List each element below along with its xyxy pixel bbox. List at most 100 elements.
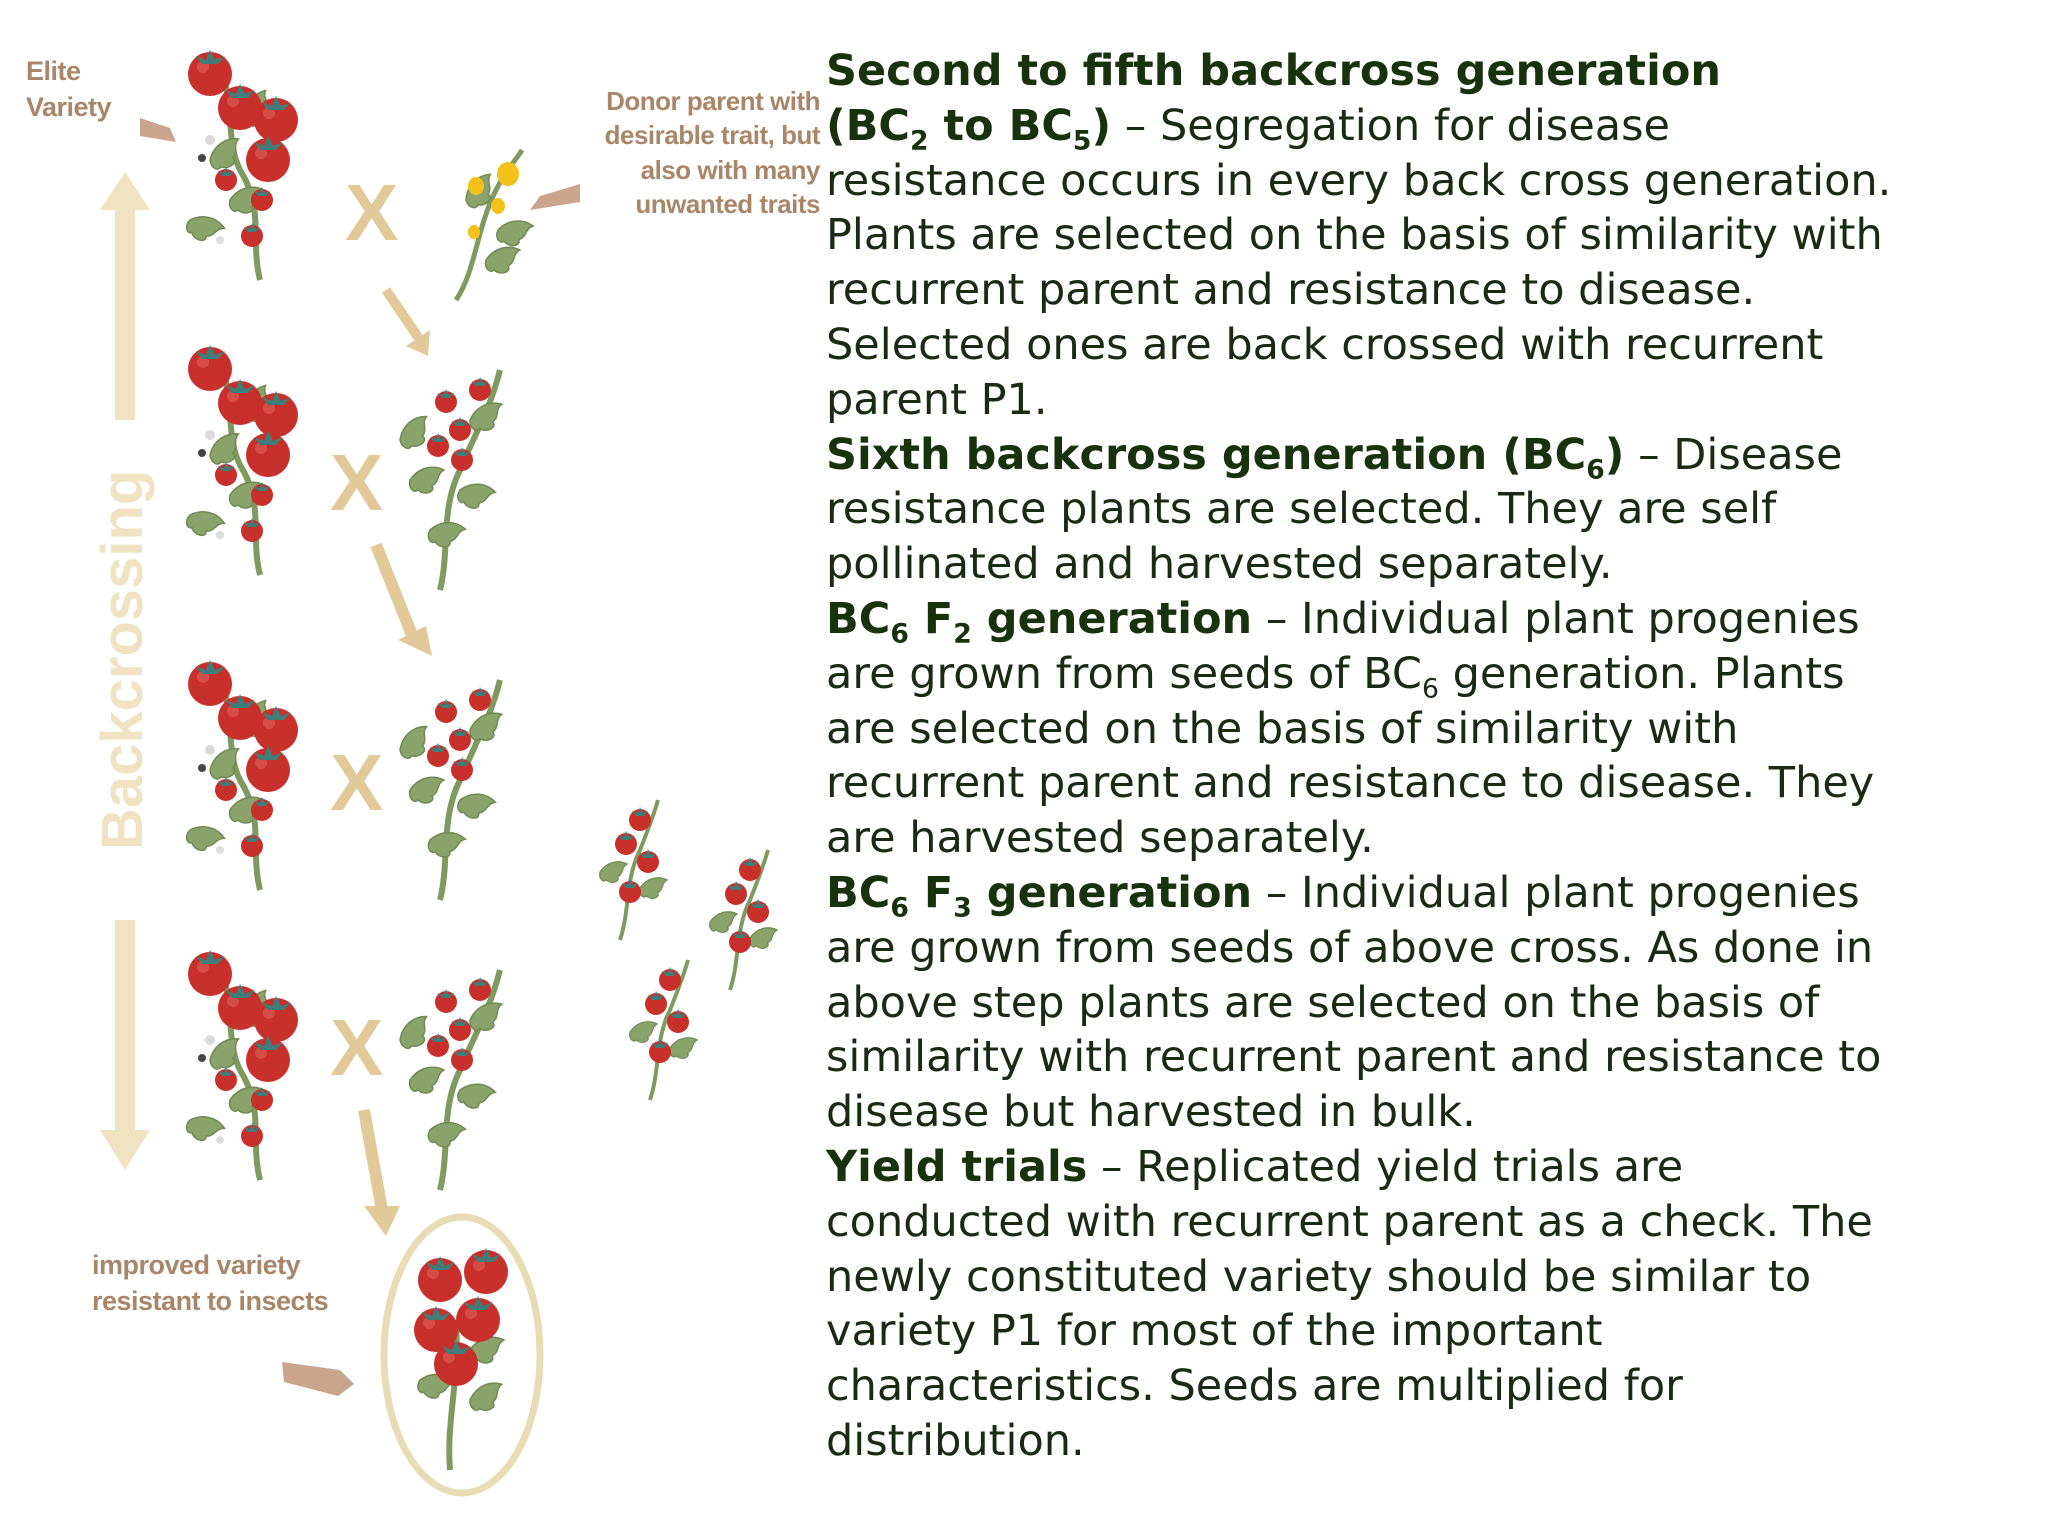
text-line: characteristics. Seeds are multiplied fo… [826,1359,2026,1414]
text-segment: Yield trials [826,1141,1088,1192]
bold-heading: F [909,868,953,918]
subscript: 2 [909,125,929,157]
progeny-plant-3 [630,960,698,1100]
elite-variety-label-line: Elite [26,56,81,86]
bold-heading: 6 [890,594,909,647]
elite-variety-plant [183,50,298,280]
elite-pointer-arrow [140,118,176,142]
text-line: variety P1 for most of the important [826,1304,2026,1359]
hybrid-plant-4 [394,970,505,1190]
bold-heading: Second to fifth backcross generation [826,46,1721,96]
text-segment: recurrent parent and resistance to disea… [826,758,1875,809]
improved-variety-label-line: improved variety [92,1250,301,1280]
text-segment: are selected on the basis of similarity … [826,703,1739,754]
down-arrow-1 [381,287,425,343]
text-segment: ) [1604,429,1625,480]
text-line: recurrent parent and resistance to disea… [826,263,2026,318]
text-segment: distribution. [826,1415,1085,1466]
text-segment: – Disease [1624,429,1843,480]
bold-heading: ) [1605,430,1625,480]
text-segment: disease but harvested in bulk. [826,1087,1476,1138]
backcross-diagram: Backcrossing X X X X [90,0,826,1497]
section-1: Second to fifth backcross generation(BC2… [826,44,2026,428]
bold-heading: BC [826,868,890,918]
bold-heading: generation [972,868,1252,918]
bold-heading: generation [972,594,1252,644]
improved-variety-label-line: resistant to insects [92,1285,329,1316]
progeny-plant-1 [600,800,668,940]
text-segment: resistance plants are selected. They are… [826,484,1777,535]
text-segment: generation. Plants [1438,648,1845,699]
bold-heading: F [909,594,953,644]
subscript: 3 [953,892,972,924]
elite-variety-label: Elite Variety [26,54,112,125]
text-segment: are grown from seeds of above cross. As … [826,922,1874,973]
subscript: 2 [953,618,972,650]
subscript: 5 [1072,125,1092,157]
section-5: Yield trials – Replicated yield trials a… [826,1140,2026,1469]
subscript: 6 [890,892,909,924]
backcross-arrow-down [100,920,150,1170]
text-segment: – Segregation for disease [1111,100,1670,151]
text-segment: Sixth backcross generation (BC [826,429,1587,480]
donor-parent-label-line: Donor parent with [606,86,820,116]
text-segment: ) [1091,100,1112,151]
text-segment: Selected ones are back crossed with recu… [826,319,1824,370]
bold-heading: 6 [890,868,909,921]
text-line: above step plants are selected on the ba… [826,976,2026,1031]
text-segment: are harvested separately. [826,813,1374,864]
hybrid-plant-2 [394,370,505,590]
text-line: are selected on the basis of similarity … [826,702,2026,757]
text-segment: generation [971,867,1253,918]
hybrid-plant-3 [394,680,505,900]
text-segment: Plants are selected on the basis of simi… [826,210,1883,261]
cross-symbol-1: X [345,168,398,257]
text-segment: characteristics. Seeds are multiplied fo… [826,1361,1683,1412]
text-line: resistance occurs in every back cross ge… [826,154,2026,209]
bold-heading: BC [826,594,890,644]
text-segment: similarity with recurrent parent and res… [826,1032,1882,1083]
text-line: pollinated and harvested separately. [826,537,2026,592]
text-segment: newly constituted variety should be simi… [826,1251,1812,1302]
bold-heading: 2 [910,101,929,154]
text-line: Yield trials – Replicated yield trials a… [826,1140,2026,1195]
improved-variety-frame [380,1213,544,1497]
section-2: Sixth backcross generation (BC6) – Disea… [826,428,2026,592]
text-line: Sixth backcross generation (BC6) – Disea… [826,428,2026,483]
text-line: Plants are selected on the basis of simi… [826,208,2026,263]
text-segment: (BC [826,100,910,151]
text-line: disease but harvested in bulk. [826,1085,2026,1140]
text-line: BC6 F2 generation – Individual plant pro… [826,592,2026,647]
recurrent-parent-plant-4 [183,950,298,1180]
generation-descriptions: Second to fifth backcross generation(BC2… [826,44,2026,1469]
progeny-plant-2 [710,850,778,990]
text-segment: F [908,593,954,644]
improved-pointer-arrow [282,1362,354,1396]
down-arrow-2 [370,542,420,643]
bold-heading: 5 [1073,101,1092,154]
text-line: recurrent parent and resistance to disea… [826,756,2026,811]
backcross-arrow-up [100,172,150,420]
text-segment: parent P1. [826,374,1048,425]
text-segment: variety P1 for most of the important [826,1306,1603,1357]
donor-pointer-arrow [530,184,580,210]
text-segment: BC [826,593,891,644]
section-3: BC6 F2 generation – Individual plant pro… [826,592,2026,866]
recurrent-parent-plant-2 [183,345,298,575]
cross-symbol-4: X [330,1003,383,1092]
bold-heading: Sixth backcross generation (BC [826,430,1586,480]
donor-parent-label: Donor parent with desirable trait, but a… [540,84,821,221]
text-line: are harvested separately. [826,811,2026,866]
text-segment: – Individual plant progenies [1252,867,1860,918]
bold-heading: 2 [953,594,972,647]
text-line: similarity with recurrent parent and res… [826,1030,2026,1085]
donor-parent-plant [456,150,534,300]
text-segment: F [908,867,954,918]
improved-variety-plant [414,1248,508,1471]
backcrossing-label: Backcrossing [90,470,155,850]
elite-variety-label-line: Variety [26,91,112,122]
bold-heading: 3 [953,868,972,921]
text-segment: pollinated and harvested separately. [826,539,1613,590]
text-segment: conducted with recurrent parent as a che… [826,1196,1873,1247]
text-segment: – Individual plant progenies [1252,593,1860,644]
